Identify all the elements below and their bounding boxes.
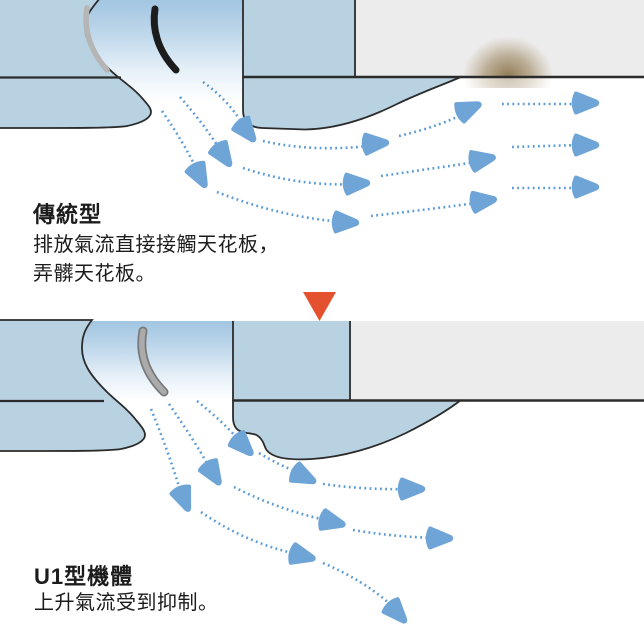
flow-segment <box>202 80 244 124</box>
airflow-arrow-icon <box>397 477 426 501</box>
unit-body-right <box>243 0 355 78</box>
airflow-arrow-icon <box>452 93 486 125</box>
flow-segment <box>262 139 378 150</box>
airflow-arrow-icon <box>168 482 200 516</box>
flow-segment <box>370 200 485 218</box>
deflector-body <box>243 76 462 130</box>
airflow-arrow-icon <box>286 541 318 570</box>
airflow-arrow-icon <box>380 595 414 630</box>
ceiling-area-u1 <box>350 321 644 401</box>
airflow-arrow-icon <box>333 212 357 232</box>
airflow-arrow-icon <box>571 175 600 199</box>
flow-segment <box>511 143 581 149</box>
panel-u1-title: U1型機體 <box>34 564 134 589</box>
louver-dark-icon <box>150 5 180 74</box>
panel-traditional-desc-line2: 弄髒天花板。 <box>33 263 156 285</box>
flow-segment <box>352 528 437 540</box>
airflow-arrow-icon <box>289 463 318 490</box>
flow-segment <box>380 159 484 178</box>
panel-u1-desc-line1: 上升氣流受到抑制。 <box>34 592 219 614</box>
deflector-body-u1 <box>233 400 461 460</box>
flow-segment <box>167 403 210 466</box>
unit-body-left-u1 <box>0 319 146 452</box>
airflow-arrow-icon <box>571 91 600 115</box>
deflector-outline-u1 <box>232 399 462 461</box>
louver-gray-icon <box>83 5 110 73</box>
flow-segment <box>233 485 322 521</box>
airflow-arrow-icon <box>316 507 348 536</box>
flow-segment <box>322 482 409 491</box>
flow-segment <box>179 96 221 149</box>
airflow-arrow-icon <box>361 131 390 156</box>
louver-gray-icon-u1 <box>139 328 167 395</box>
airflow-arrow-icon <box>467 146 498 174</box>
dirt-stain-under-icon <box>450 78 566 88</box>
flow-segment <box>196 399 238 439</box>
panel-traditional-graphic <box>0 0 644 232</box>
airflow-arrow-icon <box>186 161 214 191</box>
airflow-lines-traditional <box>160 80 581 224</box>
panel-traditional-title: 傳統型 <box>33 202 103 227</box>
flow-segment <box>160 110 198 169</box>
airflow-arrow-icon <box>196 456 230 491</box>
unit-body-right-u1 <box>233 321 350 401</box>
airflow-arrow-icon <box>344 174 368 194</box>
flow-segment <box>322 561 391 605</box>
flow-segment <box>242 166 358 186</box>
divider-down-triangle-icon <box>303 292 336 321</box>
airflow-arrow-icon <box>206 138 240 173</box>
airflow-arrow-icon <box>468 187 499 214</box>
airflow-arrow-icon <box>571 133 600 157</box>
dirt-stain-icon <box>450 25 566 76</box>
airflow-arrow-icon <box>425 526 454 550</box>
flow-segment <box>149 408 182 491</box>
panel-u1-graphic <box>0 319 644 630</box>
panel-traditional-desc-line1: 排放氣流直接接觸天花板， <box>33 234 279 256</box>
flow-segment <box>216 190 346 224</box>
flow-segment <box>200 510 293 555</box>
